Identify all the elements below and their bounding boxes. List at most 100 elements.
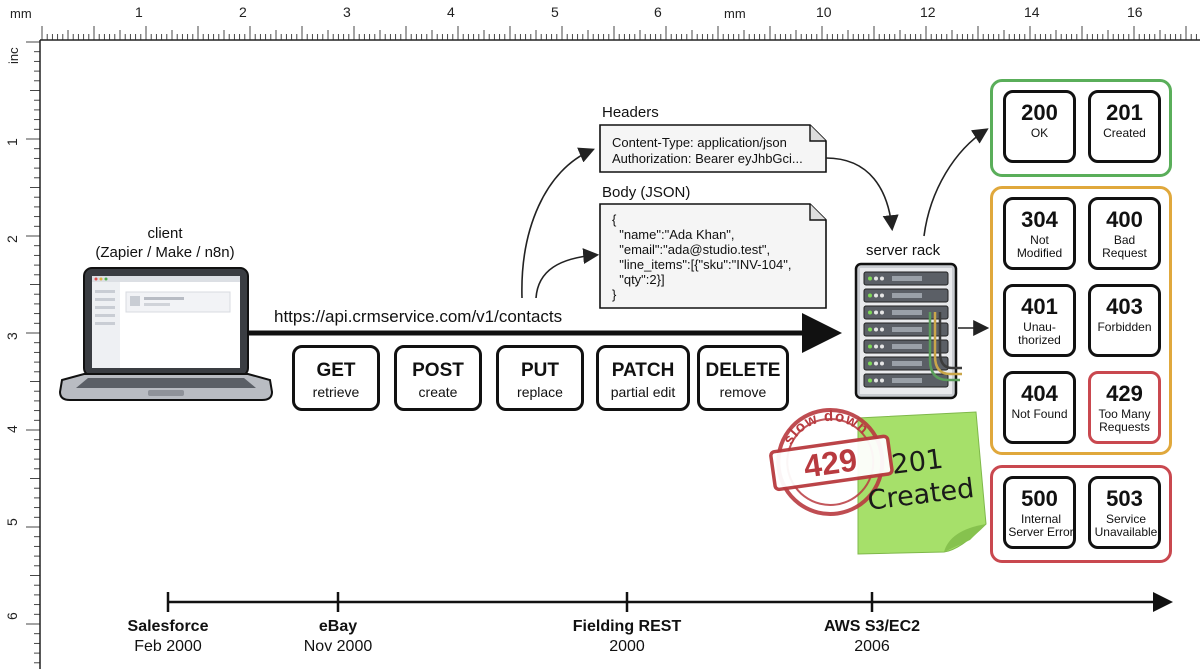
- method-patch: PATCH partial edit: [596, 345, 690, 411]
- body-line: "email":"ada@studio.test",: [612, 242, 771, 257]
- status-text: Forbidden: [1097, 320, 1152, 334]
- body-line: }: [612, 287, 617, 302]
- endpoint-url: https://api.crmservice.com/v1/contacts: [274, 307, 563, 326]
- body-note: [599, 203, 827, 309]
- ruler-number: 5: [4, 518, 20, 526]
- headers-line: Authorization: Bearer eyJhbGci...: [612, 151, 803, 166]
- method-delete: DELETE remove: [697, 345, 789, 411]
- status-text: Too Many Requests: [1098, 407, 1151, 434]
- stamp-code: 429: [801, 441, 859, 484]
- method-post: POST create: [394, 345, 482, 411]
- status-code-404: 404 Not Found: [1003, 371, 1076, 444]
- method-name: GET: [316, 360, 356, 381]
- status-code-201: 201 Created: [1088, 90, 1161, 163]
- method-desc: partial edit: [610, 384, 676, 400]
- timeline-label: Fielding REST: [572, 618, 682, 635]
- method-desc: retrieve: [312, 384, 360, 400]
- laptop-icon: [58, 267, 274, 401]
- ruler-number: 6: [654, 4, 662, 20]
- ruler-number: 2: [239, 4, 247, 20]
- body-arrow: [535, 248, 600, 299]
- ruler-unit-inc: inc: [6, 47, 21, 64]
- body-line: "line_items":[{"sku":"INV-104",: [612, 257, 792, 272]
- server-rack-icon: [854, 262, 962, 400]
- body-label: Body (JSON): [602, 184, 691, 201]
- ruler-number: 4: [4, 425, 20, 433]
- client-title: client: [147, 225, 183, 242]
- headers-line: Content-Type: application/json: [612, 135, 787, 150]
- status-text: Created: [1103, 126, 1146, 140]
- method-desc: remove: [719, 384, 767, 400]
- status-number: 201: [1106, 100, 1143, 125]
- server-label: server rack: [866, 242, 941, 259]
- timeline-date: Nov 2000: [303, 638, 373, 655]
- status-text: Not Modified: [1016, 233, 1063, 260]
- sticky-code: 201: [890, 443, 945, 481]
- status-number: 503: [1106, 486, 1143, 511]
- body-line: "qty":2}]: [612, 272, 665, 287]
- ruler-number: 3: [4, 332, 20, 340]
- timeline-label: eBay: [318, 618, 358, 635]
- server-to-success-arrow: [923, 128, 989, 237]
- ruler-number: 14: [1024, 4, 1040, 20]
- status-text: Bad Request: [1102, 233, 1147, 260]
- ruler-number: 4: [447, 4, 455, 20]
- client-label: client (Zapier / Make / n8n): [60, 224, 270, 262]
- headers-note: [599, 124, 827, 173]
- status-text: Internal Server Error: [1008, 512, 1074, 539]
- status-number: 401: [1021, 294, 1058, 319]
- status-number: 500: [1021, 486, 1058, 511]
- ruler-number: 16: [1127, 4, 1143, 20]
- timeline-date: 2000: [609, 638, 645, 655]
- status-code-503: 503 Service Unavailable: [1088, 476, 1161, 549]
- status-code-304: 304 Not Modified: [1003, 197, 1076, 270]
- method-desc: create: [418, 384, 458, 400]
- status-number: 403: [1106, 294, 1143, 319]
- timeline-date: 2006: [854, 638, 890, 655]
- method-name: POST: [412, 360, 464, 381]
- ruler-number: 6: [4, 612, 20, 620]
- method-name: PATCH: [611, 360, 675, 381]
- client-subtitle: (Zapier / Make / n8n): [95, 244, 235, 261]
- timeline-label: Salesforce: [127, 618, 209, 635]
- ruler-number: 1: [4, 138, 20, 146]
- ruler-number: 5: [551, 4, 559, 20]
- rate-limit-stamp: [769, 407, 894, 516]
- status-number: 200: [1021, 100, 1058, 125]
- status-code-500: 500 Internal Server Error: [1003, 476, 1076, 549]
- status-text: Service Unavailable: [1094, 512, 1158, 539]
- timeline-label: AWS S3/EC2: [823, 618, 921, 635]
- status-code-401: 401 Unau- thorized: [1003, 284, 1076, 357]
- timeline-date: Feb 2000: [134, 638, 202, 655]
- status-code-403: 403 Forbidden: [1088, 284, 1161, 357]
- ruler-number: 12: [920, 4, 936, 20]
- ruler-number: 2: [4, 235, 20, 243]
- method-name: DELETE: [705, 360, 781, 381]
- ruler-number: 10: [816, 4, 832, 20]
- ruler-unit-mm: mm: [10, 6, 32, 21]
- status-number: 429: [1106, 381, 1143, 406]
- ruler-top: [41, 26, 1197, 40]
- status-number: 404: [1021, 381, 1058, 406]
- status-code-200: 200 OK: [1003, 90, 1076, 163]
- method-name: PUT: [521, 360, 559, 381]
- status-text: OK: [1030, 126, 1049, 140]
- status-number: 400: [1106, 207, 1143, 232]
- ruler-left: [26, 41, 40, 664]
- method-desc: replace: [517, 384, 563, 400]
- status-text: Unau- thorized: [1018, 320, 1061, 347]
- headers-to-server-arrow: [825, 157, 899, 232]
- ruler-number: 3: [343, 4, 351, 20]
- method-put: PUT replace: [496, 345, 584, 411]
- status-text: Not Found: [1011, 407, 1068, 421]
- ruler-number: 1: [135, 4, 143, 20]
- status-number: 304: [1021, 207, 1058, 232]
- body-line: {: [612, 212, 617, 227]
- headers-label: Headers: [602, 104, 659, 121]
- status-code-400: 400 Bad Request: [1088, 197, 1161, 270]
- ruler-unit-mm: mm: [724, 6, 746, 21]
- status-code-429: 429 Too Many Requests: [1088, 371, 1161, 444]
- body-line: "name":"Ada Khan",: [612, 227, 735, 242]
